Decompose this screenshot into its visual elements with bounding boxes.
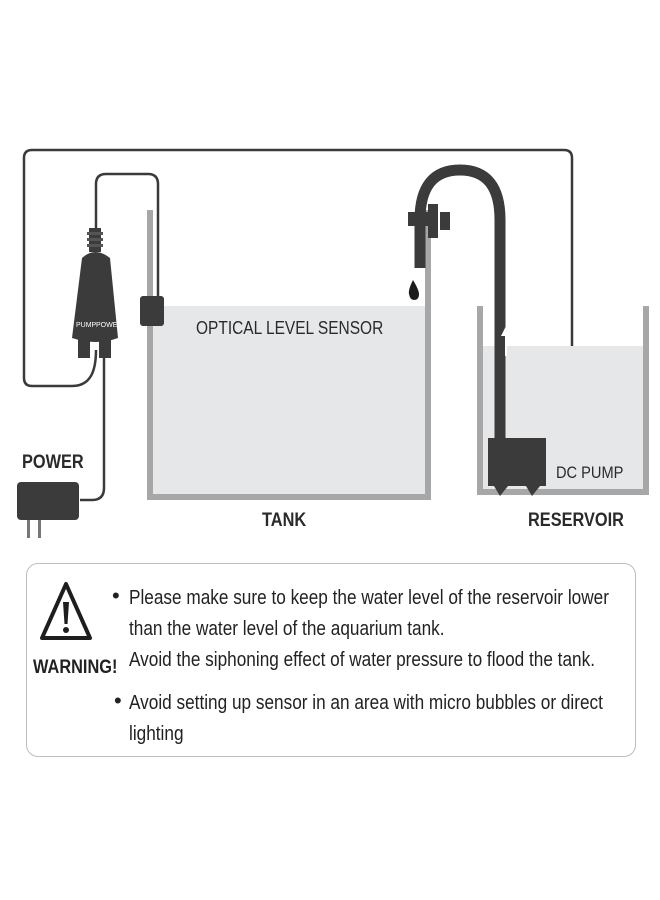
reservoir-label: RESERVOIR [528, 510, 624, 531]
bullet-dot: • [112, 583, 120, 608]
tank [147, 210, 431, 500]
power-label: POWER [22, 452, 84, 473]
bullet-1-line-1: Please make sure to keep the water level… [129, 587, 609, 609]
bullet-dot: • [114, 688, 122, 713]
water-drop-icon [408, 280, 419, 300]
outlet-pipe [414, 164, 506, 438]
dc-pump [488, 438, 546, 496]
plug-power-label: POWER [96, 322, 123, 329]
controller-device [72, 228, 118, 358]
plug-pump-label: PUMP [76, 322, 97, 329]
sensor-label: OPTICAL LEVEL SENSOR [196, 318, 384, 338]
optical-level-sensor [140, 296, 164, 326]
system-diagram [17, 148, 649, 538]
tank-label: TANK [262, 510, 307, 531]
bullet-2-line-2: lighting [129, 723, 184, 745]
sensor-cable [94, 172, 160, 300]
bullet-2-line-1: Avoid setting up sensor in an area with … [129, 692, 603, 714]
bullet-1-line-3: Avoid the siphoning effect of water pres… [129, 649, 595, 671]
warning-title: WARNING! [33, 657, 118, 678]
bullet-1-line-2: than the water level of the aquarium tan… [129, 618, 445, 640]
warning-icon [40, 582, 92, 640]
pipe-clip [408, 204, 450, 238]
warning-box [26, 563, 636, 757]
flow-arrow-icon [501, 326, 511, 356]
adapter-cable [80, 350, 106, 502]
power-adapter [17, 482, 79, 538]
dc-pump-label: DC PUMP [556, 463, 624, 482]
